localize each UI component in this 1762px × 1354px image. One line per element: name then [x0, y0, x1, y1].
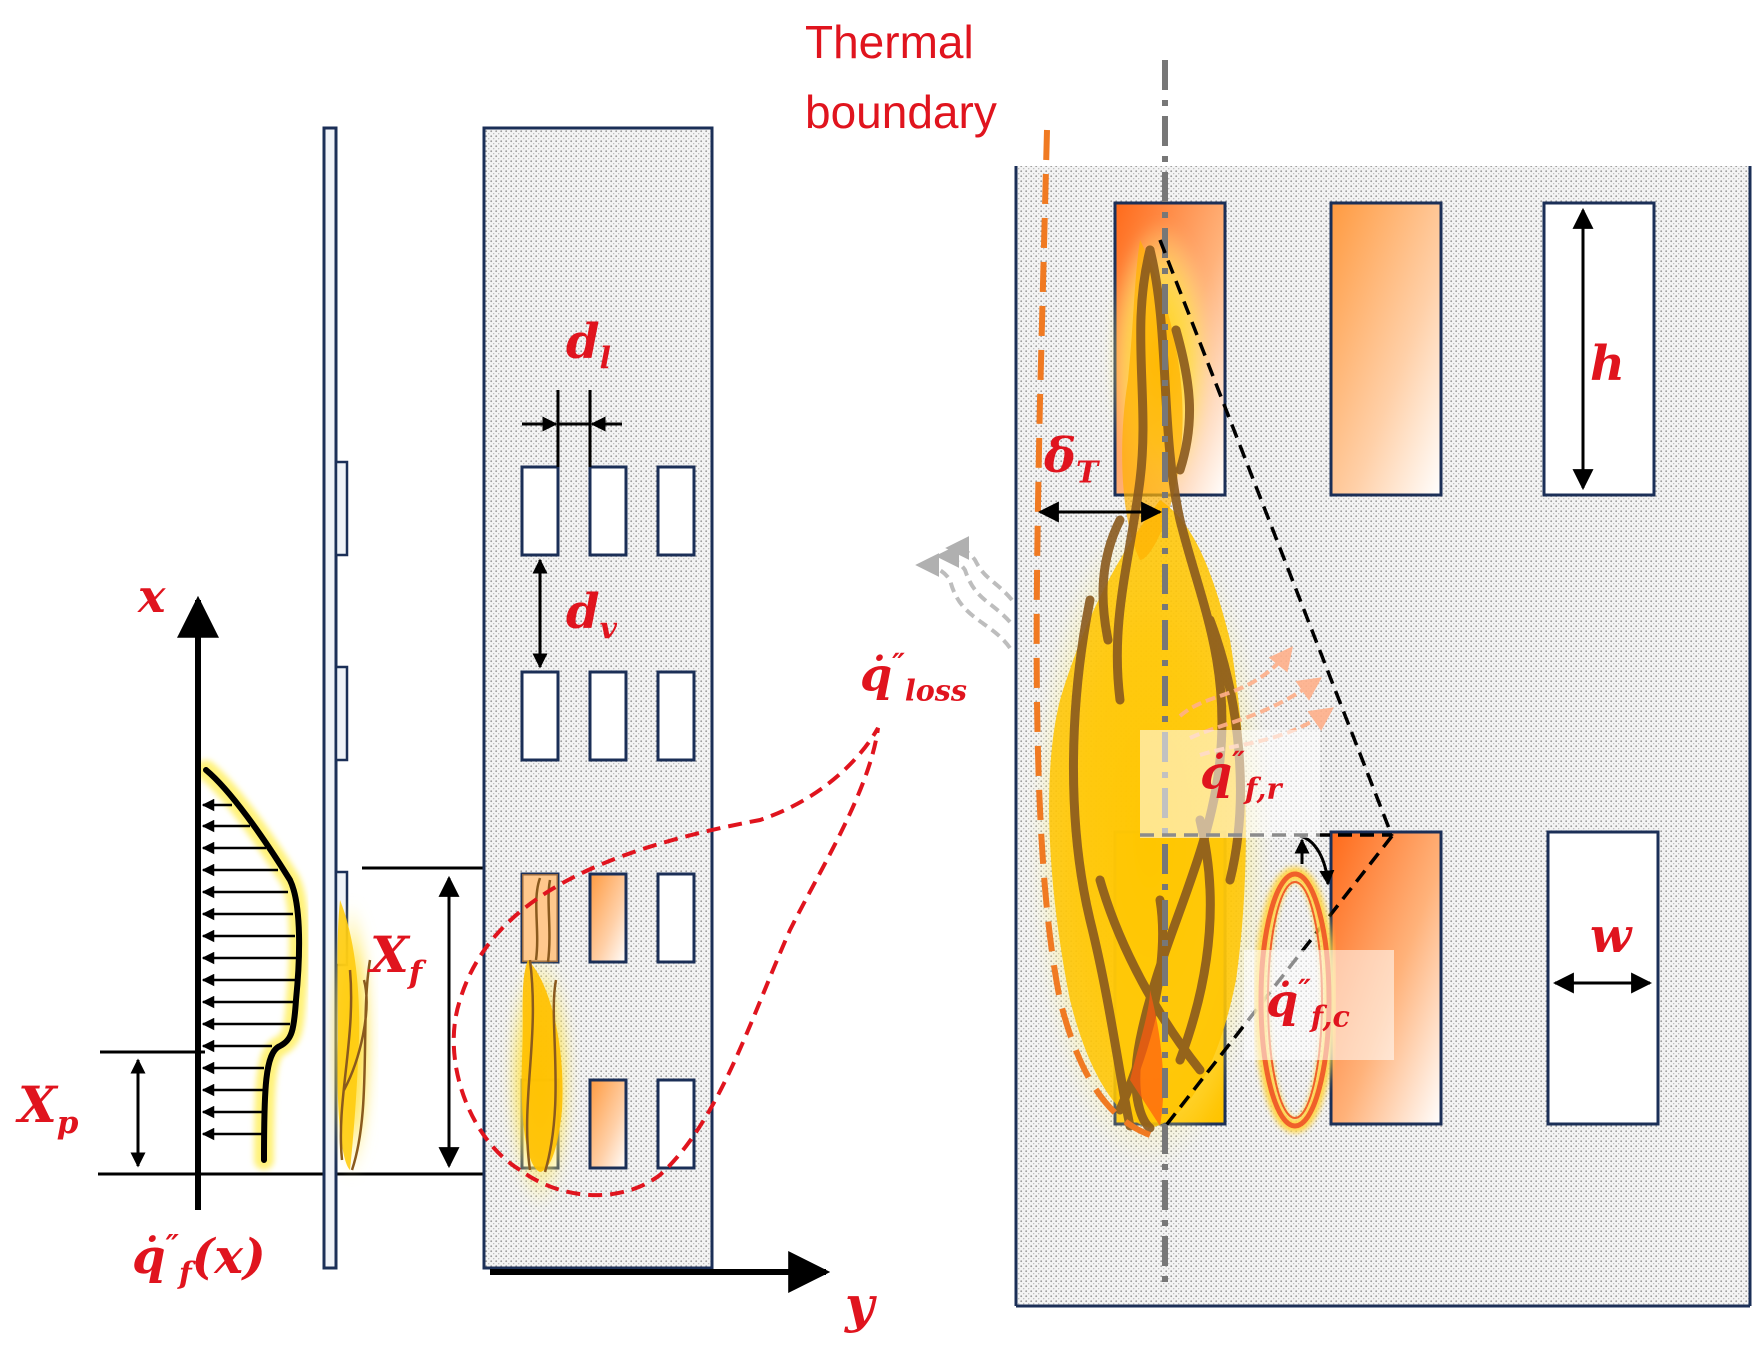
heat-loss-arrows [915, 536, 1014, 650]
delta-t-label: δT [1044, 428, 1099, 491]
facade-front-view [482, 126, 831, 1293]
x-axis-label: x [137, 569, 166, 623]
q-fc-label: q̇″f,c [1266, 973, 1350, 1034]
w-label: w [1590, 908, 1633, 964]
thermal-boundary-label-line1: Thermal [805, 16, 974, 68]
flux-arrows [201, 798, 296, 1141]
d-v-label: dv [566, 584, 617, 647]
thermal-boundary-label-line2: boundary [805, 86, 997, 138]
window-lower-right [1546, 830, 1660, 1126]
heat-flux-profile [98, 595, 510, 1210]
q-f-label: q̇″f(x) [132, 1229, 266, 1292]
thermal-boundary-line [1033, 129, 1152, 1138]
h-label: h [1590, 336, 1625, 392]
x-f-label: Xf [370, 925, 423, 991]
d-l-label: dl [566, 314, 611, 377]
window-heated-upper [1329, 201, 1443, 497]
x-p-label: Xp [18, 1075, 79, 1141]
flame-plume [1030, 220, 1270, 1170]
zoom-callout [451, 727, 880, 1198]
side-wall [322, 126, 374, 1270]
window-upper-right [1542, 201, 1656, 497]
q-loss-label: q̇″loss [860, 647, 967, 708]
y-axis-label: y [844, 1275, 877, 1334]
q-fr-label: q̇″f,r [1200, 745, 1282, 806]
